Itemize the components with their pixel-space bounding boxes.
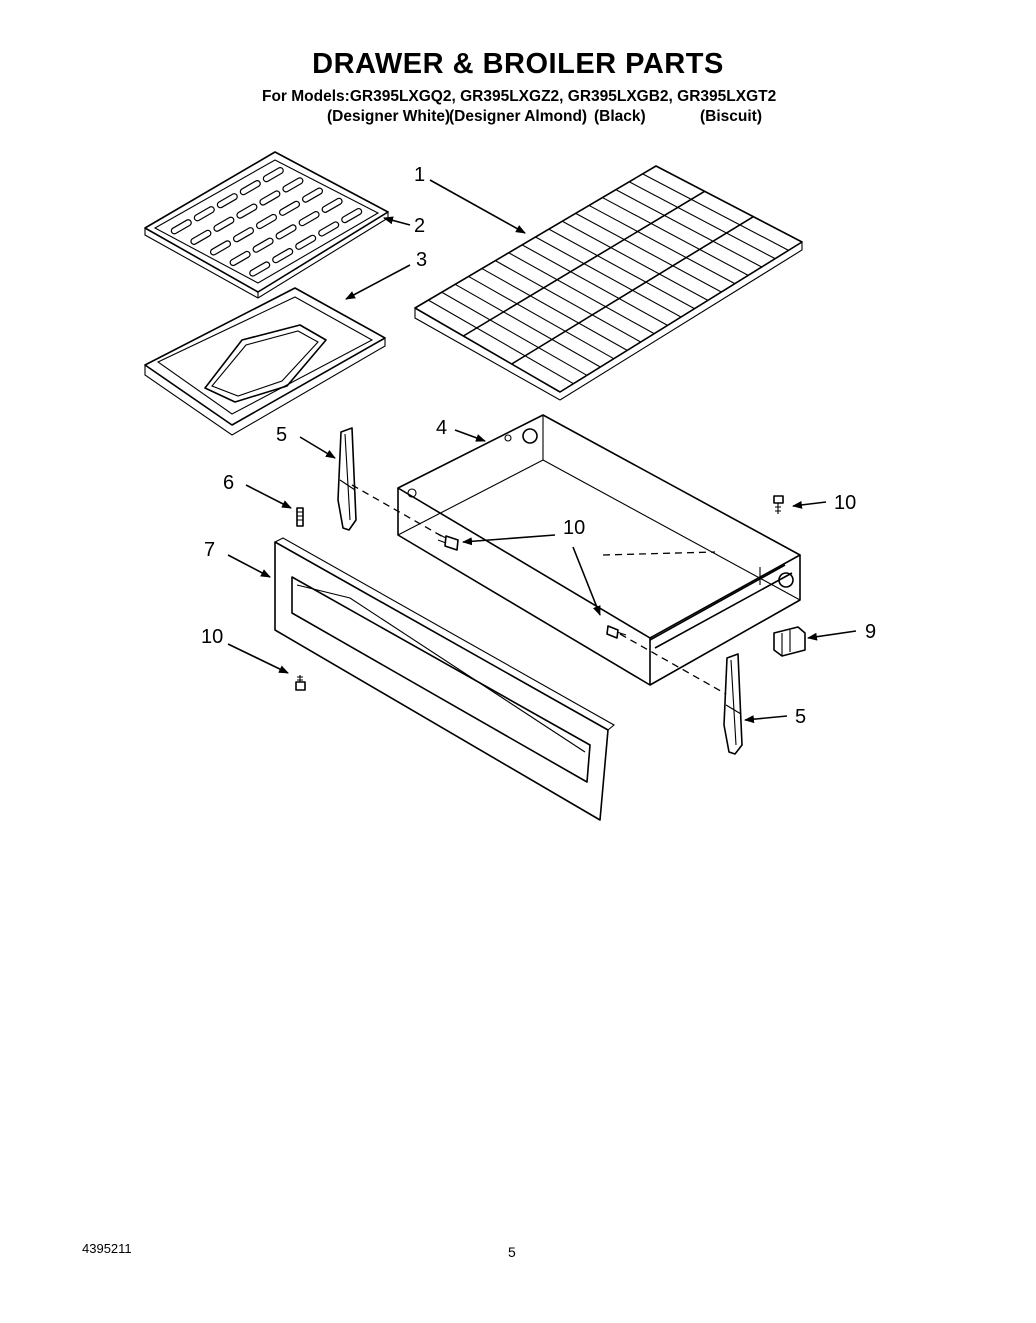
alignment-line-center — [602, 551, 716, 556]
grid-slot — [275, 224, 297, 240]
part-drawer-slide-left — [337, 427, 357, 531]
document-number: 4395211 — [82, 1241, 132, 1256]
grid-slot — [193, 206, 215, 222]
grid-slot — [170, 219, 192, 235]
part-drawer-slide-right — [723, 653, 743, 755]
part-screw-top-right — [773, 495, 784, 514]
grid-slot — [190, 229, 212, 245]
grid-slot — [213, 216, 235, 232]
page-title: DRAWER & BROILER PARTS — [312, 48, 724, 80]
rack-wire — [462, 190, 706, 337]
leader-arrows — [227, 179, 857, 724]
grid-slot — [282, 177, 304, 193]
rack-wire — [602, 197, 749, 276]
part-oven-rack — [414, 165, 803, 401]
part-broiler-pan — [144, 287, 386, 436]
rack-wire — [511, 215, 754, 365]
grid-slot — [209, 240, 232, 256]
grid-slot — [341, 207, 363, 224]
callout-5-left: 5 — [276, 424, 287, 446]
callout-3: 3 — [416, 249, 427, 271]
grid-slot — [262, 167, 284, 183]
grid-slot — [318, 221, 340, 237]
callout-4: 4 — [436, 417, 447, 439]
rack-wire — [454, 283, 601, 368]
part-screw-drawer-bottom — [606, 625, 627, 639]
finish-biscuit: (Biscuit) — [700, 108, 762, 125]
grid-slot — [272, 248, 294, 264]
grid-slot — [239, 180, 261, 196]
rack-wire — [495, 260, 641, 343]
grid-slot — [259, 190, 281, 206]
callout-5-right: 5 — [795, 706, 806, 728]
grid-slot — [301, 187, 324, 203]
rack-wire — [508, 252, 655, 335]
rack-wire — [628, 181, 776, 260]
part-stud — [296, 507, 304, 527]
grid-slot — [249, 261, 271, 277]
rack-wire — [548, 228, 695, 310]
callout-7: 7 — [204, 539, 215, 561]
part-drawer-front-panel — [274, 537, 615, 821]
finish-designer-white: (Designer White) — [327, 108, 451, 125]
callout-10-panel: 10 — [201, 626, 223, 648]
rack-wire — [615, 189, 762, 268]
rack-wire — [428, 299, 574, 385]
callout-2: 2 — [414, 215, 425, 237]
callout-9: 9 — [865, 621, 876, 643]
rack-wire — [481, 268, 628, 351]
part-screw-panel — [295, 675, 306, 691]
grid-slot — [216, 193, 238, 209]
grid-slot — [252, 237, 274, 253]
grid-slot — [229, 250, 251, 267]
alignment-line-right — [619, 633, 727, 695]
models-line: For Models:GR395LXGQ2, GR395LXGZ2, GR395… — [262, 88, 777, 105]
grid-slot — [321, 197, 343, 213]
rack-wire — [441, 291, 588, 376]
finish-designer-almond: (Designer Almond) — [449, 108, 588, 125]
rack-wire — [562, 220, 709, 301]
grid-slot — [295, 234, 317, 250]
rack-wire — [535, 236, 682, 318]
alignment-line-left — [351, 484, 446, 539]
callout-10-drawer: 10 — [563, 517, 585, 539]
part-storage-drawer — [397, 414, 801, 686]
grid-slot — [298, 211, 320, 227]
callout-10-top-right: 10 — [834, 492, 856, 514]
grid-slot — [255, 213, 278, 230]
rack-wire — [468, 275, 615, 360]
finish-black: (Black) — [594, 108, 646, 125]
page-number: 5 — [508, 1244, 516, 1260]
grid-slot — [236, 203, 258, 219]
rack-wire — [575, 212, 722, 293]
part-broiler-grid — [144, 151, 389, 299]
grid-slot — [278, 200, 301, 216]
grid-slot — [232, 227, 255, 243]
rack-wire — [521, 244, 668, 326]
callout-6: 6 — [223, 472, 234, 494]
part-clip — [773, 626, 806, 657]
callout-1: 1 — [414, 164, 425, 186]
rack-wire — [642, 173, 789, 251]
rack-wire — [588, 204, 736, 285]
